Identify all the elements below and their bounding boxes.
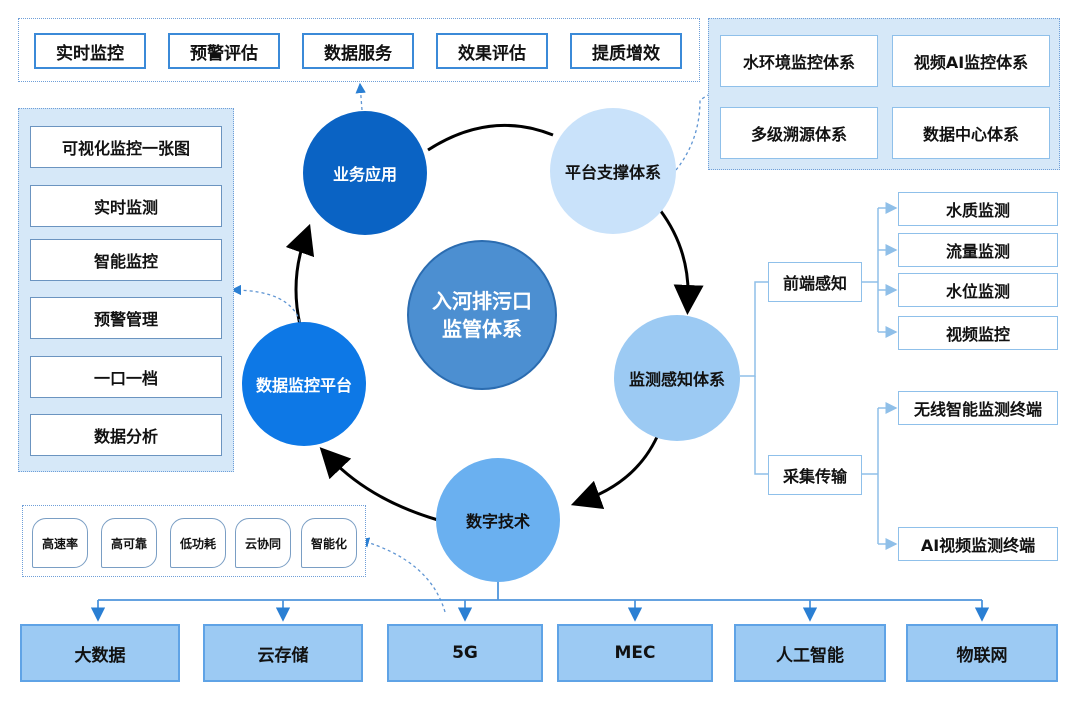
collect-ai-video-terminal: AI视频监测终端	[898, 527, 1058, 561]
feature-low-power: 低功耗	[170, 518, 226, 568]
flow-step-improve: 提质增效	[570, 33, 682, 69]
collect-transmit-label: 采集传输	[768, 455, 862, 495]
left-item-analysis: 数据分析	[30, 414, 222, 456]
business-app-panel	[18, 108, 234, 472]
node-data-platform: 数据监控平台	[242, 322, 366, 446]
left-item-map: 可视化监控一张图	[30, 126, 222, 168]
feature-high-speed: 高速率	[32, 518, 88, 568]
support-trace-source: 多级溯源体系	[720, 107, 878, 159]
node-digital: 数字技术	[436, 458, 560, 582]
front-water-quality: 水质监测	[898, 192, 1058, 226]
left-item-warning: 预警管理	[30, 297, 222, 339]
flow-step-evaluation: 效果评估	[436, 33, 548, 69]
node-sensing: 监测感知体系	[614, 315, 740, 441]
center-title-line1: 入河排污口	[432, 289, 532, 313]
tech-iot: 物联网	[906, 624, 1058, 682]
tech-mec: MEC	[557, 624, 713, 682]
front-flow: 流量监测	[898, 233, 1058, 267]
flow-step-warning: 预警评估	[168, 33, 280, 69]
flow-step-data-service: 数据服务	[302, 33, 414, 69]
tech-cloud-storage: 云存储	[203, 624, 363, 682]
support-water-env: 水环境监控体系	[720, 35, 878, 87]
front-sensing-label: 前端感知	[768, 262, 862, 302]
tech-ai: 人工智能	[734, 624, 886, 682]
tech-big-data: 大数据	[20, 624, 180, 682]
collect-wireless-terminal: 无线智能监测终端	[898, 391, 1058, 425]
node-platform: 平台支撑体系	[550, 108, 676, 234]
center-title-line2: 监管体系	[442, 317, 522, 341]
left-item-smart: 智能监控	[30, 239, 222, 281]
tech-5g: 5G	[387, 624, 543, 682]
front-video: 视频监控	[898, 316, 1058, 350]
left-item-archive: 一口一档	[30, 356, 222, 398]
flow-step-realtime: 实时监控	[34, 33, 146, 69]
node-business: 业务应用	[303, 111, 427, 235]
feature-cloud-collab: 云协同	[235, 518, 291, 568]
support-video-ai: 视频AI监控体系	[892, 35, 1050, 87]
left-item-monitor: 实时监测	[30, 185, 222, 227]
feature-high-reliability: 高可靠	[101, 518, 157, 568]
support-data-center: 数据中心体系	[892, 107, 1050, 159]
feature-intelligent: 智能化	[301, 518, 357, 568]
center-circle: 入河排污口 监管体系	[407, 240, 557, 390]
front-water-level: 水位监测	[898, 273, 1058, 307]
